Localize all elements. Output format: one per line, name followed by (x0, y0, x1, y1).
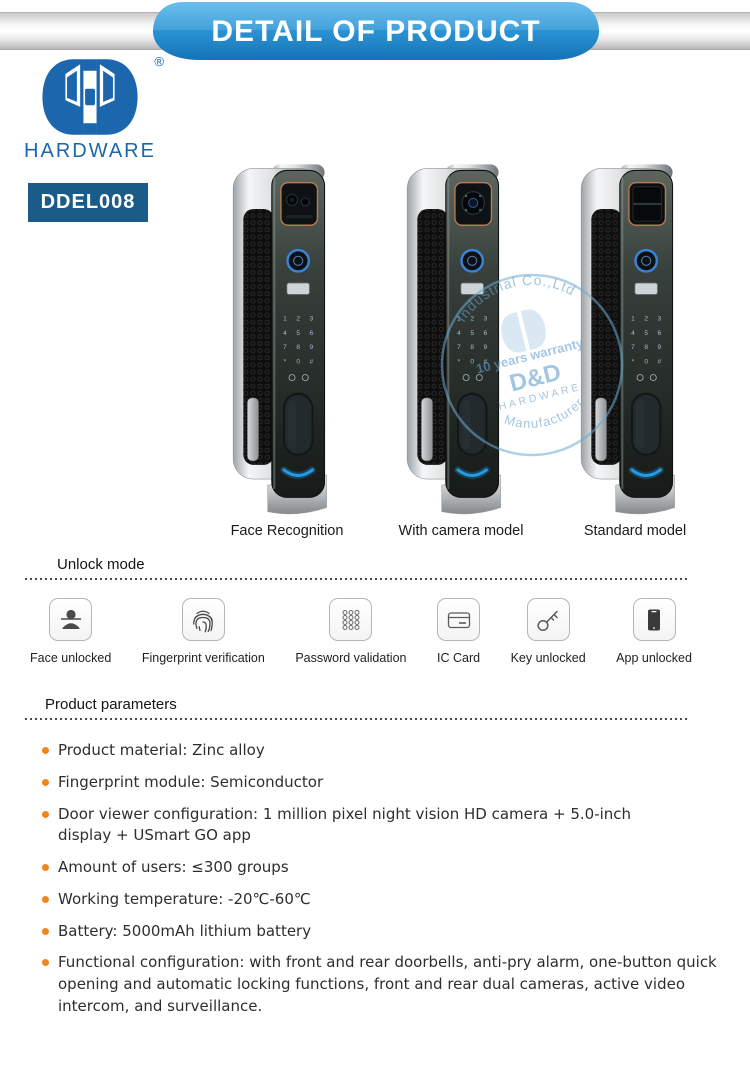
svg-text:0: 0 (644, 358, 648, 365)
product-with-camera: 1 2 3 4 5 6 7 8 9 * 0 # With camera model (379, 162, 543, 539)
unlock-label-password: Password validation (295, 651, 407, 665)
svg-text:1: 1 (631, 316, 635, 323)
svg-text:2: 2 (296, 316, 300, 323)
product-parameters-heading: Product parameters (45, 696, 177, 713)
hd-logo-icon (42, 59, 138, 135)
svg-text:2: 2 (644, 316, 648, 323)
svg-text:6: 6 (658, 330, 662, 337)
bullet-icon (42, 927, 49, 935)
model-number-badge: DDEL008 (28, 183, 148, 222)
unlock-label-face: Face unlocked (30, 651, 112, 665)
bullet-icon (42, 959, 49, 967)
parameter-text: Door viewer configuration: 1 million pix… (58, 804, 632, 845)
unlock-label-app: App unlocked (616, 651, 692, 665)
header-ribbon (152, 2, 600, 60)
ic-card-icon (437, 598, 481, 641)
svg-text:#: # (658, 358, 662, 365)
svg-text:6: 6 (484, 330, 488, 337)
parameter-text: Battery: 5000mAh lithium battery (58, 921, 312, 940)
svg-text:9: 9 (310, 344, 314, 351)
parameters-list: Product material: Zinc alloy Fingerprint… (42, 740, 732, 1028)
svg-text:4: 4 (457, 330, 461, 337)
svg-text:#: # (310, 358, 314, 365)
bullet-icon (42, 747, 49, 754)
svg-text:5: 5 (644, 330, 648, 337)
parameter-item: Working temperature: -20℃-60℃ (42, 889, 732, 911)
product-label-face-recognition: Face Recognition (230, 523, 344, 539)
brand-name: HARDWARE (24, 140, 156, 162)
unlock-item-ic-card: IC Card (437, 598, 480, 665)
fingerprint-icon (181, 598, 225, 641)
unlock-modes-row: Face unlocked Fingerprint verification (30, 598, 692, 665)
phone-app-icon (632, 598, 676, 641)
svg-text:3: 3 (484, 316, 488, 323)
door-lock-with-camera-image: 1 2 3 4 5 6 7 8 9 * 0 # (406, 164, 501, 515)
svg-text:1: 1 (457, 316, 461, 323)
parameter-text: Amount of users: ≤300 groups (58, 858, 289, 876)
parameter-text: Product material: Zinc alloy (58, 741, 265, 759)
bullet-icon (42, 864, 49, 871)
svg-text:#: # (484, 358, 488, 365)
svg-text:1: 1 (283, 316, 287, 323)
key-icon (526, 598, 570, 641)
unlock-item-password: Password validation (295, 598, 406, 665)
parameter-text: Working temperature: -20℃-60℃ (58, 889, 311, 908)
product-parameters-divider (25, 718, 690, 720)
svg-text:4: 4 (631, 330, 635, 337)
bullet-icon (42, 810, 49, 818)
parameter-text: Fingerprint module: Semiconductor (58, 772, 324, 791)
parameter-item: Product material: Zinc alloy (42, 740, 732, 762)
parameter-item: Functional configuration: with front and… (42, 952, 732, 1017)
svg-text:4: 4 (283, 330, 287, 337)
svg-text:0: 0 (470, 358, 474, 365)
svg-text:7: 7 (283, 344, 287, 351)
parameter-text: Functional configuration: with front and… (58, 953, 717, 1015)
unlock-mode-divider (25, 578, 690, 580)
door-lock-face-recognition-image: 1 2 3 4 5 6 7 8 9 * 0 # (232, 164, 327, 515)
keypad-icon (329, 598, 373, 641)
unlock-label-ic-card: IC Card (437, 651, 481, 665)
svg-text:8: 8 (296, 344, 300, 351)
product-images-row: 1 2 3 4 5 6 7 8 9 * 0 # Face Recognition (205, 162, 717, 539)
unlock-label-key: Key unlocked (510, 651, 586, 665)
svg-text:3: 3 (658, 316, 662, 323)
door-lock-standard-image: 1 2 3 4 5 6 7 8 9 * 0 # (580, 164, 675, 515)
unlock-item-face: Face unlocked (30, 598, 111, 665)
parameter-item: Amount of users: ≤300 groups (42, 857, 732, 879)
bullet-icon (42, 895, 49, 903)
unlock-label-fingerprint: Fingerprint verification (141, 651, 265, 665)
registered-trademark: ® (154, 54, 164, 69)
svg-text:8: 8 (470, 344, 474, 351)
svg-text:8: 8 (644, 344, 648, 351)
unlock-item-key: Key unlocked (511, 598, 586, 665)
parameter-item: Battery: 5000mAh lithium battery (42, 921, 732, 943)
face-unlock-icon (49, 598, 93, 641)
product-face-recognition: 1 2 3 4 5 6 7 8 9 * 0 # Face Recognition (205, 162, 369, 539)
svg-text:9: 9 (658, 344, 662, 351)
svg-text:6: 6 (310, 330, 314, 337)
svg-text:*: * (458, 358, 461, 365)
svg-text:7: 7 (631, 344, 635, 351)
unlock-item-fingerprint: Fingerprint verification (142, 598, 265, 665)
product-standard: 1 2 3 4 5 6 7 8 9 * 0 # Standard model (553, 162, 717, 539)
svg-text:9: 9 (484, 344, 488, 351)
product-label-standard: Standard model (583, 523, 687, 539)
svg-text:2: 2 (470, 316, 474, 323)
unlock-mode-heading: Unlock mode (57, 556, 145, 573)
svg-text:3: 3 (310, 316, 314, 323)
parameter-item: Door viewer configuration: 1 million pix… (42, 804, 732, 848)
bullet-icon (42, 778, 49, 786)
unlock-item-app: App unlocked (616, 598, 692, 665)
svg-text:0: 0 (296, 358, 300, 365)
product-label-with-camera: With camera model (398, 523, 524, 539)
svg-text:7: 7 (457, 344, 461, 351)
page-title: DETAIL OF PRODUCT (211, 15, 541, 48)
svg-text:*: * (284, 358, 287, 365)
svg-text:*: * (632, 358, 635, 365)
parameter-item: Fingerprint module: Semiconductor (42, 772, 732, 794)
svg-text:5: 5 (470, 330, 474, 337)
svg-text:5: 5 (296, 330, 300, 337)
brand-logo: ® HARDWARE (24, 54, 164, 163)
